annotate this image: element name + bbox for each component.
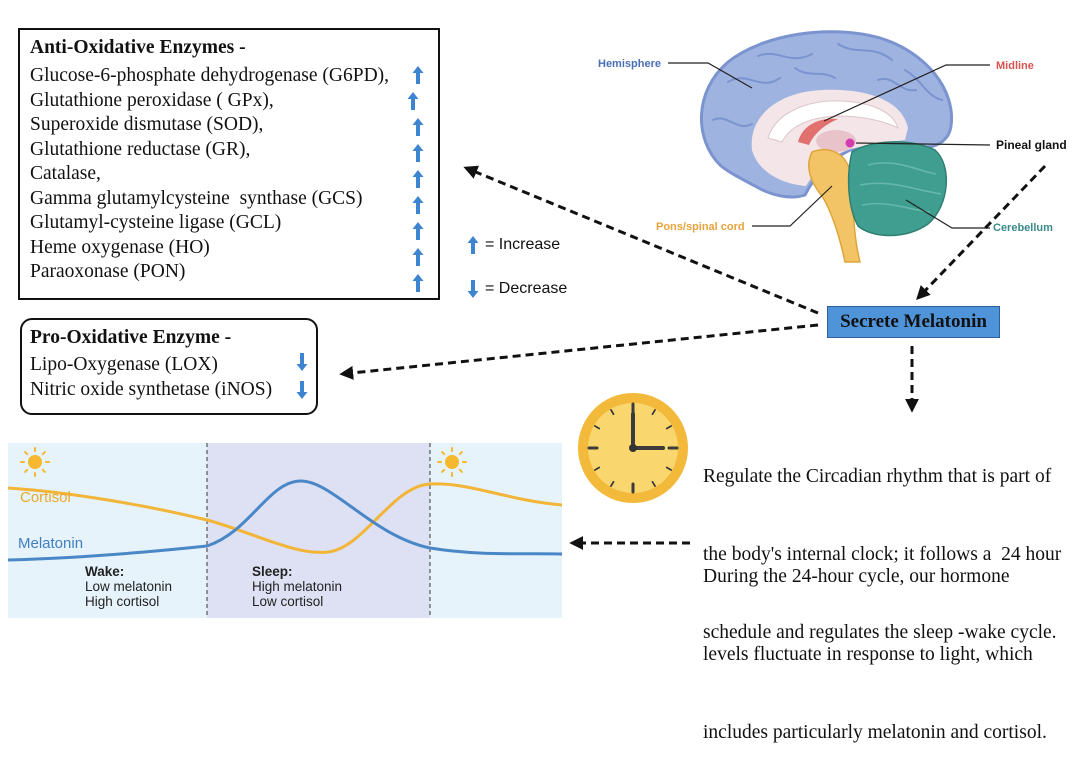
arrow-up-icon: [407, 92, 419, 110]
enzyme-ho: Heme oxygenase (HO): [30, 236, 210, 258]
hormone-cycle-graph: Cortisol Melatonin Wake: Low melatonin H…: [8, 443, 562, 618]
pro-oxidative-title: Pro-Oxidative Enzyme -: [30, 327, 232, 348]
arrow-up-icon: [412, 118, 424, 136]
enzyme-pon: Paraoxonase (PON): [30, 261, 186, 282]
arrow-up-icon: [412, 170, 424, 188]
secrete-melatonin-box: Secrete Melatonin: [827, 306, 1000, 338]
legend-arrow-up-icon: [467, 236, 479, 254]
wake-line: High cortisol: [85, 594, 159, 609]
arrow-up-icon: [412, 248, 424, 266]
enzyme-gcl: Glutamyl-cysteine ligase (GCL): [30, 212, 282, 233]
legend-decrease-label: = Decrease: [485, 280, 568, 297]
cerebellum-shape: [847, 141, 947, 237]
arrow-down-icon: [296, 381, 308, 399]
enzyme-g6pd: Glucose-6-phosphate dehydrogenase (G6PD)…: [30, 65, 390, 86]
label-cerebellum: Cerebellum: [993, 222, 1053, 234]
wake-title: Wake:: [85, 564, 124, 579]
clock-icon: [578, 393, 688, 503]
enzyme-catalase: Catalase,: [30, 163, 101, 184]
arrow-up-icon: [412, 222, 424, 240]
melatonin-curve: [8, 479, 562, 562]
description-line: includes particularly melatonin and cort…: [703, 722, 1047, 743]
cortisol-curve: [8, 482, 562, 554]
enzyme-gpx: Glutathione peroxidase ( GPx),: [30, 89, 274, 111]
corpus-callosum: [767, 100, 899, 143]
cortisol-label: Cortisol: [20, 489, 71, 506]
sleep-line: Low cortisol: [252, 594, 323, 609]
anti-oxidative-enzymes-box: Anti-Oxidative Enzymes - Glucose-6-phosp…: [18, 28, 440, 300]
wake-line: Low melatonin: [85, 579, 172, 594]
description-line: the body's internal clock; it follows a …: [703, 544, 1062, 565]
pro-oxidative-enzyme-box: Pro-Oxidative Enzyme - Lipo-Oxygenase (L…: [20, 318, 318, 415]
enzyme-gr: Glutathione reductase (GR),: [30, 138, 251, 160]
label-midline: Midline: [996, 60, 1034, 72]
arrow-secrete-to-pro-oxidative: [339, 323, 819, 380]
sleep-title: Sleep:: [252, 564, 293, 579]
melatonin-label: Melatonin: [18, 535, 83, 552]
label-pineal-gland: Pineal gland: [996, 138, 1067, 152]
pineal-gland-dot: [845, 138, 855, 148]
description-line: levels fluctuate in response to light, w…: [703, 644, 1033, 665]
enzyme-sod: Superoxide dismutase (SOD),: [30, 114, 264, 135]
enzyme-inos: Nitric oxide synthetase (iNOS): [30, 379, 273, 400]
thalamus: [816, 130, 856, 152]
sleep-line: High melatonin: [252, 579, 342, 594]
legend-arrow-down-icon: [467, 280, 479, 298]
description-line: Regulate the Circadian rhythm that is pa…: [703, 466, 1052, 487]
description-line: During the 24-hour cycle, our hormone: [703, 566, 1010, 587]
arrow-up-icon: [412, 196, 424, 214]
label-pons-spinal-cord: Pons/spinal cord: [656, 221, 745, 233]
gyri-lines: [712, 43, 943, 127]
anti-oxidative-title: Anti-Oxidative Enzymes -: [30, 37, 246, 58]
enzyme-lox: Lipo-Oxygenase (LOX): [30, 354, 218, 375]
sun-icon: [437, 447, 467, 477]
hormone-description: During the 24-hour cycle, our hormone le…: [703, 512, 1083, 772]
arrow-up-icon: [412, 274, 424, 292]
arrow-up-icon: [412, 144, 424, 162]
midline-structure: [798, 118, 838, 145]
sun-icon: [20, 447, 50, 477]
brain-sagittal-icon: Hemisphere Midline Pineal gland Pons/spi…: [598, 30, 1067, 263]
arrow-up-icon: [412, 66, 424, 84]
legend-increase-label: = Increase: [485, 236, 561, 253]
arrow-down-icon: [296, 353, 308, 371]
label-hemisphere: Hemisphere: [598, 58, 661, 70]
enzyme-gcs: Gamma glutamylcysteine synthase (GCS): [30, 187, 363, 209]
